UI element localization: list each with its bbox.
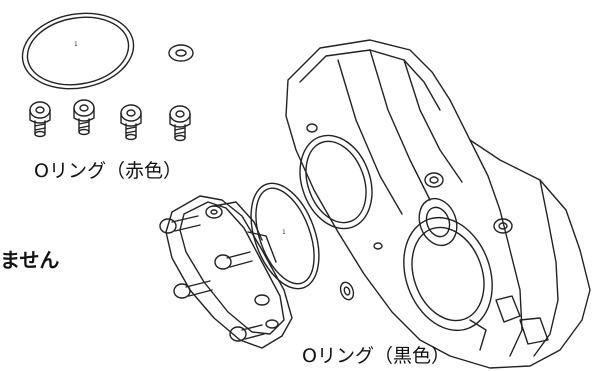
cropped-side-text: ません	[0, 248, 60, 272]
plate-bolt-3	[173, 280, 213, 299]
svg-text:1: 1	[282, 229, 286, 236]
o-ring-black: 1	[250, 182, 320, 290]
small-washer-lower	[339, 281, 355, 301]
cover-plate	[159, 195, 293, 349]
screw-4	[169, 105, 191, 142]
o-ring-red-label: Oリング（赤色）	[34, 160, 182, 182]
o-ring-red-large: 1	[21, 12, 135, 90]
main-housing	[285, 39, 591, 369]
plate-bolt-2	[214, 251, 253, 270]
plate-bolt-4	[229, 324, 265, 342]
screw-2	[73, 99, 95, 136]
screw-1	[29, 101, 51, 138]
small-washer	[168, 44, 194, 62]
plate-bolt-1	[159, 215, 201, 234]
screw-3	[120, 104, 142, 141]
svg-text:1: 1	[74, 41, 78, 48]
o-ring-black-label: Oリング（黒色）	[302, 345, 450, 367]
